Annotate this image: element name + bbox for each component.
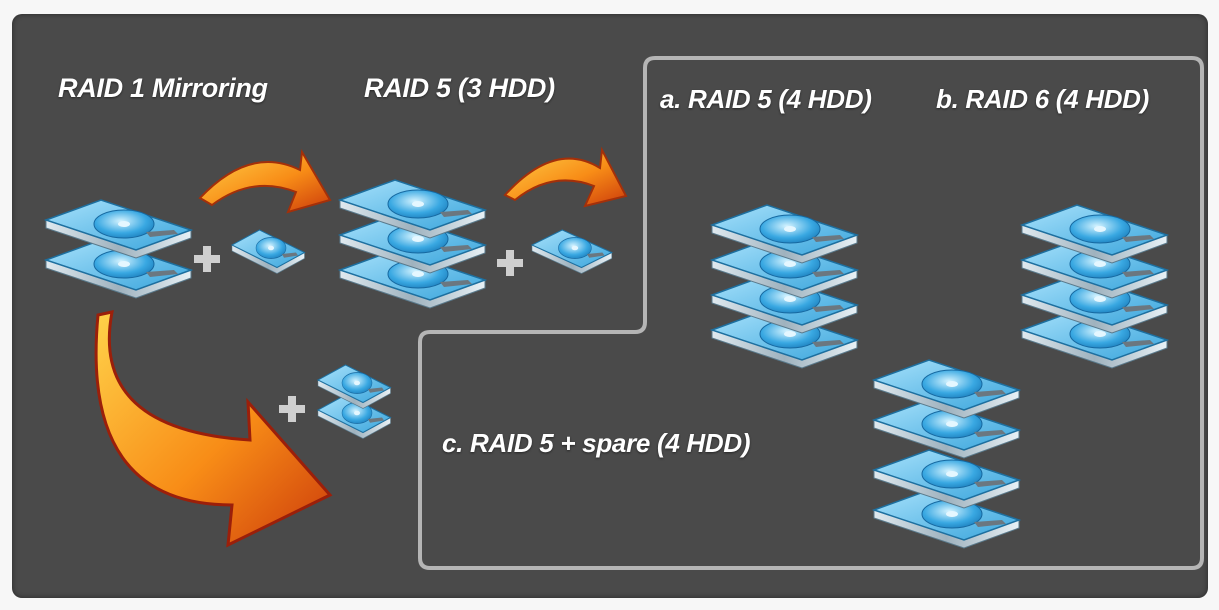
curved-arrow-icon [94, 310, 333, 548]
options-frame [418, 56, 1204, 570]
plus-icon [194, 246, 220, 272]
hard-disk-icon [317, 364, 392, 410]
option-b-disk-stack [1021, 204, 1168, 369]
option-c-label: c. RAID 5 + spare (4 HDD) [442, 428, 751, 458]
hard-disk-icon [45, 199, 192, 259]
raid1-disk-stack [45, 199, 192, 299]
plus-icon [279, 396, 305, 422]
hard-disk-icon [531, 229, 613, 275]
raid5-3-disk-stack [339, 179, 486, 309]
plus-icon [497, 250, 523, 276]
option-a-disk-stack [711, 204, 858, 369]
hard-disk-icon [231, 229, 306, 275]
raid1-mirroring-label: RAID 1 Mirroring [58, 73, 268, 103]
curved-arrow-icon [503, 146, 628, 208]
curved-arrow-icon [198, 148, 332, 214]
option-c-disk-stack [873, 359, 1020, 549]
hard-disk-icon [873, 449, 1020, 509]
raid5-3hdd-label: RAID 5 (3 HDD) [364, 73, 555, 103]
hard-disk-icon [873, 359, 1020, 419]
option-b-label: b. RAID 6 (4 HDD) [936, 84, 1150, 114]
option-a-label: a. RAID 5 (4 HDD) [660, 84, 872, 114]
